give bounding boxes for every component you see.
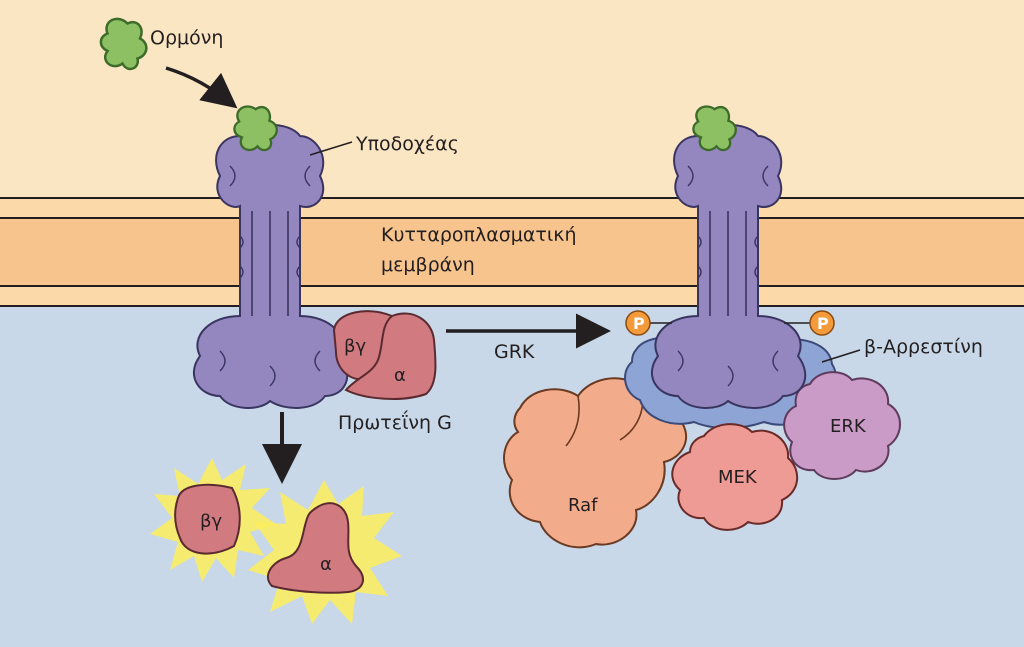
g-protein-label: Πρωτεΐνη G	[338, 410, 452, 434]
g-protein-alpha-label: α	[394, 365, 406, 386]
released-alpha-label: α	[320, 554, 332, 575]
raf-label: Raf	[568, 495, 598, 516]
g-protein-complex	[332, 310, 437, 400]
membrane-inner-leaflet	[0, 286, 1024, 306]
erk-protein	[783, 371, 901, 480]
membrane-label-line2: μεμβράνη	[381, 254, 475, 276]
hormone-binding-arrow	[165, 66, 238, 109]
released-alpha-subunit	[248, 480, 402, 624]
receptor-label: Υποδοχέας	[355, 133, 459, 155]
membrane-label-line1: Κυτταροπλασματική	[381, 224, 577, 246]
g-protein-bg-label: βγ	[344, 336, 366, 357]
extracellular-space	[0, 0, 1024, 198]
phosphate-left	[625, 310, 651, 336]
erk-label: ERK	[830, 416, 867, 437]
membrane-core	[0, 218, 1024, 286]
membrane-outer-leaflet	[0, 198, 1024, 218]
beta-arrestin-label: β-Αρρεστίνη	[864, 336, 983, 358]
receptor-leader-line	[309, 141, 353, 156]
grk-label: GRK	[494, 341, 535, 363]
phosphate-right-label: P	[817, 314, 829, 333]
released-bg-label: βγ	[200, 511, 222, 532]
phosphate-right	[809, 310, 835, 336]
g-protein-alpha-subunit	[344, 312, 437, 400]
phosphate-left-label: P	[633, 314, 645, 333]
arrestin-leader-line	[821, 349, 861, 363]
mek-protein	[671, 423, 798, 531]
hormone-label: Ορμόνη	[150, 27, 223, 49]
raf-protein	[503, 377, 688, 549]
released-bg-subunit	[150, 458, 276, 582]
mek-label: MEK	[718, 467, 758, 488]
